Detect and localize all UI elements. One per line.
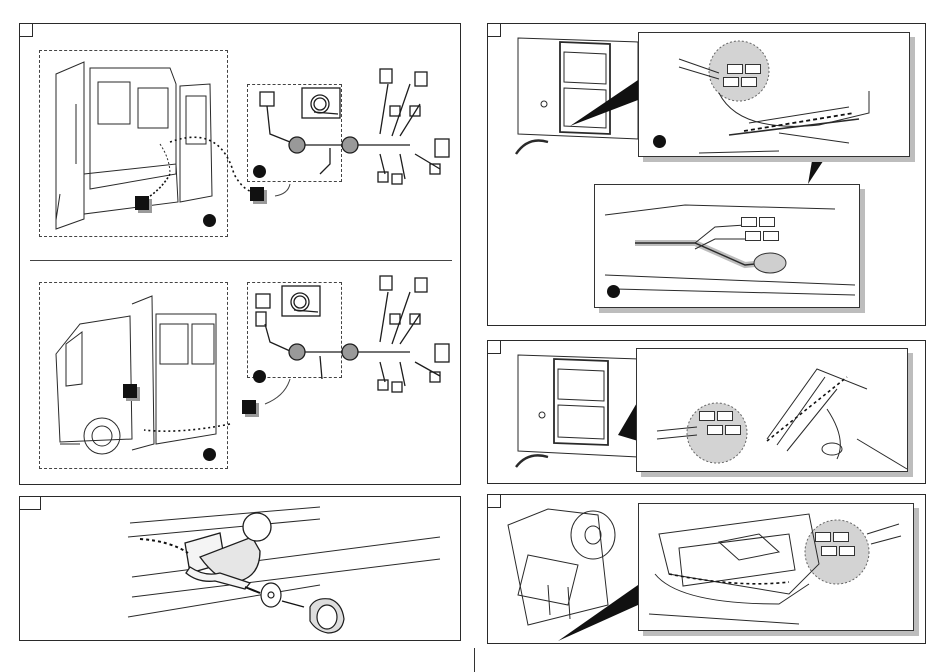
panel-towbar-socket <box>19 496 461 641</box>
inset-sill-detail <box>638 32 910 157</box>
inset-connector-detail <box>594 184 860 308</box>
inset-step-detail <box>636 348 908 472</box>
wire-label-a <box>727 64 743 74</box>
step-dot-f <box>607 285 620 298</box>
wire-label-h <box>763 231 779 241</box>
harness-kit-bottom <box>20 24 462 486</box>
step-dot-e <box>653 135 666 148</box>
wire-label-n <box>833 532 849 542</box>
inset-boot-floor-detail <box>638 503 914 631</box>
wire-label-b <box>745 64 761 74</box>
wire-label-i <box>699 411 715 421</box>
wire-label-p <box>839 546 855 556</box>
wire-label-o <box>821 546 837 556</box>
wire-label-e <box>741 217 757 227</box>
wire-label-g <box>745 231 761 241</box>
step-harness-drawing <box>637 349 909 473</box>
page-gutter-mark <box>474 648 475 672</box>
sill-harness-routing <box>639 33 911 158</box>
panel-rear-harness-routing <box>19 23 461 485</box>
panel-side-door-routing <box>487 23 926 326</box>
wire-label-l <box>725 425 741 435</box>
towbar-illustration <box>20 497 462 642</box>
boot-floor-drawing <box>639 504 915 632</box>
wire-label-m <box>815 532 831 542</box>
wire-label-f <box>759 217 775 227</box>
callout-marker-d <box>242 400 256 414</box>
wire-label-j <box>717 411 733 421</box>
wire-label-d <box>741 77 757 87</box>
wire-label-k <box>707 425 723 435</box>
wire-label-c <box>723 77 739 87</box>
panel-side-step <box>487 340 926 484</box>
connector-detail-drawing <box>595 185 861 309</box>
step-dot-d <box>253 370 266 383</box>
panel-boot-floor <box>487 494 926 644</box>
